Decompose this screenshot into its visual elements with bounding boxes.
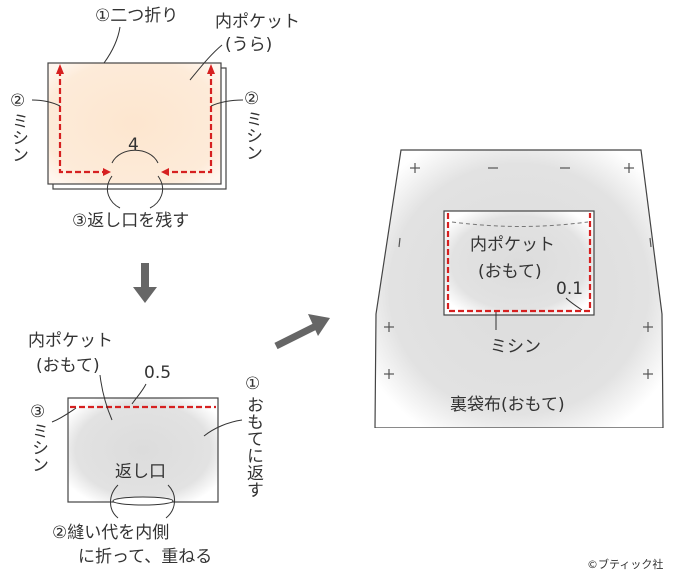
step1-stitch-arrow-left (56, 64, 64, 74)
step3-lining-label: 裏袋布(おもて) (450, 394, 565, 415)
step3-placement-marks (384, 163, 653, 379)
step2-pocket-front-leader (99, 374, 113, 421)
step1-left-sew-leader (31, 99, 61, 107)
step1-left-sew-word: ミシン (8, 112, 28, 163)
step2-turn-word: おもてに返す (243, 396, 264, 498)
step3-edge-width: 0.1 (556, 279, 583, 299)
step1-right-sew-word: ミシン (242, 110, 262, 161)
step2-pocket-piece (67, 397, 219, 503)
step2-left-sew-number: ③ (30, 402, 45, 422)
step1-stitch-left (58, 70, 105, 174)
step3-group: 内ポケット (おもて) 0.1 ミシン 裏袋布(おもて) (372, 149, 668, 434)
step3-edge-stitch (446, 213, 592, 313)
step2-opening-shape (112, 496, 174, 506)
step2-opening-leader-right (165, 484, 175, 519)
step1-stitch-arrow-br (161, 168, 169, 176)
step2-fold-in-line2: に折って、重ねる (78, 547, 212, 567)
step1-pocket-back-line1: 内ポケット (215, 12, 300, 32)
step2-group: 返し口 ②縫い代を内側 に折って、重ねる 内ポケット (おもて) 0.5 ③ ミ… (28, 331, 264, 567)
step2-topstitch-width-leader (131, 383, 147, 405)
step1-pocket-back-leader (189, 44, 223, 81)
step1-stitch-arrow-right (207, 64, 215, 74)
step3-edge-width-leader (565, 297, 583, 311)
step2-opening-label: 返し口 (115, 462, 166, 482)
step1-right-sew-number: ② (244, 89, 259, 109)
step1-opening-curve (111, 149, 159, 164)
step1-group: 4 ③返し口を残す ①二つ折り 内ポケット (うら) ② ミシン ② ミシン (8, 6, 300, 231)
step1-left-sew-number: ② (10, 91, 25, 111)
step2-opening-leader-left (110, 484, 119, 519)
credit-text: ©ブティック社 (587, 557, 663, 571)
step2-turn-leader (203, 419, 243, 437)
step1-stitch-arrow-bl (103, 168, 111, 176)
step1-pocket-back-line2: (うら) (225, 35, 272, 55)
step3-pocket-inner-fold (451, 221, 589, 227)
step2-pocket-front-line1: 内ポケット (28, 331, 113, 351)
step1-opening-leader-right (149, 175, 163, 209)
step2-fold-in-line1: ②縫い代を内側 (52, 523, 169, 543)
step3-pocket-front-line1: 内ポケット (470, 235, 555, 255)
step3-pocket (443, 210, 595, 316)
arrow-diagonal (274, 314, 330, 350)
step2-topstitch-width: 0.5 (144, 363, 171, 383)
step1-stitch-right (167, 70, 213, 174)
step1-fold-leader (103, 26, 121, 64)
step1-right-sew-leader (210, 99, 244, 107)
step2-turn-number: ① (245, 374, 260, 394)
step1-leave-opening-label: ③返し口を残す (72, 211, 189, 231)
step1-opening-leader-left (107, 175, 121, 209)
step1-opening-width: 4 (128, 135, 139, 155)
step3-pocket-front-line2: (おもて) (478, 262, 542, 282)
step2-left-sew-word: ミシン (28, 422, 48, 473)
step3-sew-label: ミシン (490, 337, 541, 357)
step2-left-sew-leader (51, 407, 77, 423)
step1-fold-label: ①二つ折り (95, 6, 178, 26)
step1-pocket-piece (47, 62, 222, 185)
step2-pocket-front-line2: (おもて) (36, 356, 100, 376)
arrow-down (133, 263, 157, 303)
